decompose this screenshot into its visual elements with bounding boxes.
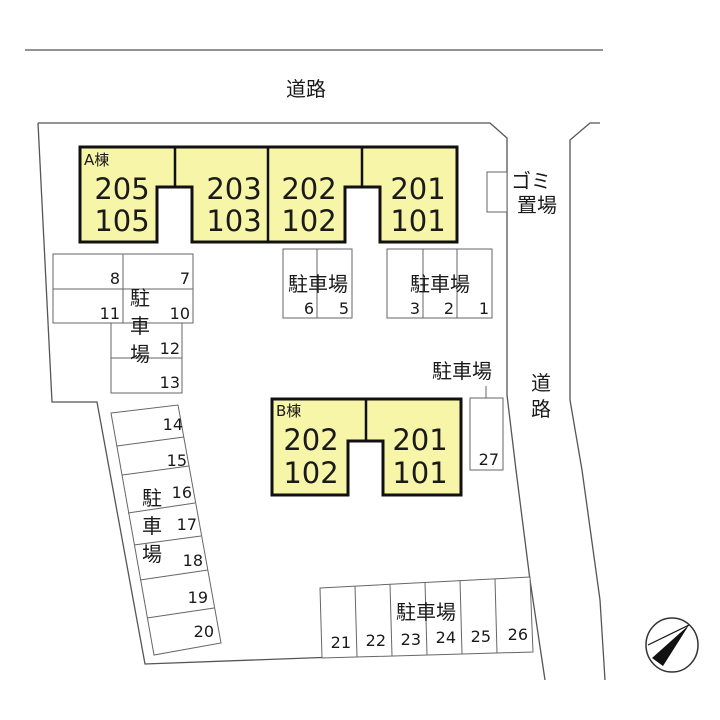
- parking-space-7: 7: [180, 269, 190, 288]
- garbage-label-2: 置場: [517, 193, 557, 217]
- parking-1-3: 駐車場 3 2 1: [386, 248, 493, 319]
- parking-label-char: 場: [142, 542, 162, 566]
- parking-space-26: 26: [508, 625, 528, 644]
- road-right-label-2: 路: [531, 397, 551, 421]
- parking-space-24: 24: [436, 628, 456, 647]
- parking-label: 駐車場: [432, 359, 492, 383]
- building-a-name: A棟: [84, 151, 109, 169]
- parking-27: 駐車場 27: [432, 359, 504, 471]
- parking-space-5: 5: [339, 299, 349, 318]
- parking-space-23: 23: [401, 630, 421, 649]
- unit-a-202: 202: [281, 172, 336, 206]
- parking-space-22: 22: [366, 631, 386, 650]
- parking-label-char: 場: [130, 342, 150, 366]
- parking-label: 駐車場: [410, 272, 470, 296]
- parking-space-16: 16: [172, 483, 192, 502]
- unit-205: 205: [94, 172, 149, 206]
- unit-b-201: 201: [392, 423, 447, 457]
- building-a: A棟 205 105 203 103 202 102 201 101: [78, 145, 459, 244]
- parking-space-6: 6: [304, 299, 314, 318]
- parking-space-10: 10: [170, 304, 190, 323]
- garbage-label-1: ゴミ: [511, 169, 551, 193]
- unit-b-102: 102: [283, 456, 338, 490]
- parking-space-20: 20: [194, 622, 214, 641]
- road-right-label-1: 道: [531, 371, 551, 395]
- parking-label-char: 車: [130, 314, 150, 338]
- parking-space-3: 3: [410, 299, 420, 318]
- road-right-edge: [569, 122, 606, 681]
- parking-21-26: 駐車場 21 22 23 24 25 26: [319, 576, 534, 659]
- north-arrow-icon: [645, 617, 699, 673]
- road-top-label: 道路: [286, 77, 326, 101]
- parking-space-2: 2: [444, 299, 454, 318]
- parking-space-14: 14: [163, 415, 183, 434]
- parking-space-27: 27: [479, 450, 499, 469]
- unit-105: 105: [94, 204, 149, 238]
- unit-b-101: 101: [392, 456, 447, 490]
- unit-a-102: 102: [281, 204, 336, 238]
- parking-space-8: 8: [110, 269, 120, 288]
- unit-a-101: 101: [390, 204, 445, 238]
- parking-space-13: 13: [160, 373, 180, 392]
- parking-7-13: 8 7 11 10 12 13 駐 車 場: [52, 253, 194, 394]
- parking-space-15: 15: [167, 451, 187, 470]
- parking-space-18: 18: [183, 551, 203, 570]
- unit-b-202: 202: [283, 423, 338, 457]
- parking-space-1: 1: [479, 299, 489, 318]
- unit-203: 203: [206, 172, 261, 206]
- parking-space-12: 12: [160, 339, 180, 358]
- parking-space-21: 21: [331, 633, 351, 652]
- unit-103: 103: [206, 204, 261, 238]
- parking-label: 駐車場: [396, 600, 456, 624]
- parking-label: 駐車場: [288, 272, 348, 296]
- unit-a-201: 201: [390, 172, 445, 206]
- building-b: B棟 202 102 201 101: [270, 397, 463, 497]
- parking-space-25: 25: [471, 627, 491, 646]
- parking-label-char: 駐: [130, 286, 150, 310]
- parking-label-char: 車: [142, 514, 162, 538]
- parking-space-17: 17: [177, 515, 197, 534]
- parking-5-6: 駐車場 6 5: [282, 248, 353, 319]
- garbage-area: [486, 171, 508, 213]
- site-boundary-left: [37, 122, 526, 665]
- parking-space-11: 11: [100, 304, 120, 323]
- parking-label-char: 駐: [142, 486, 162, 510]
- building-b-name: B棟: [276, 402, 301, 420]
- parking-space-19: 19: [188, 588, 208, 607]
- parking-14-20: 14 15 16 17 18 19 20 駐 車 場: [110, 404, 222, 656]
